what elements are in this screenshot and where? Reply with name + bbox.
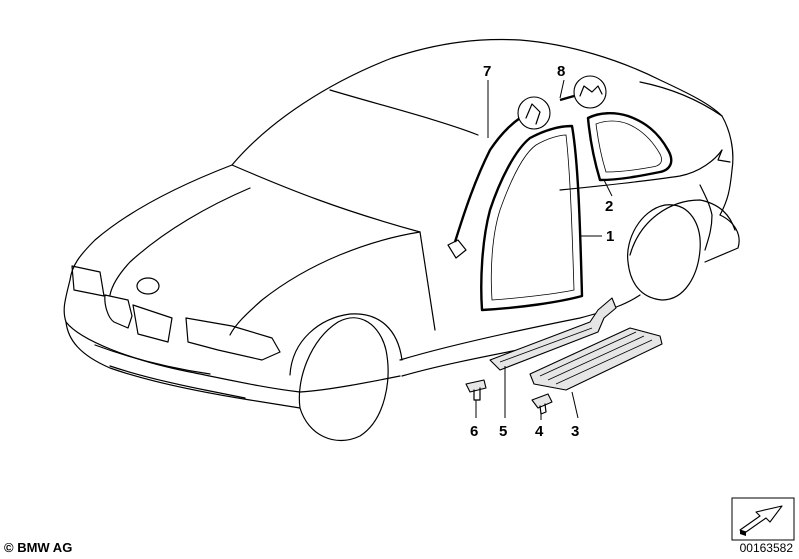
roundel-logo-icon	[136, 277, 160, 295]
part-3-sill-cover	[529, 327, 663, 391]
detail-clip-circle-right	[573, 75, 607, 109]
callout-label-7: 7	[483, 63, 491, 80]
leader-lines	[475, 79, 613, 420]
direction-arrow-icon	[731, 497, 795, 541]
callout-label-8: 8	[557, 63, 565, 80]
callout-label-2: 2	[605, 198, 613, 215]
part-2-window-seal	[586, 112, 673, 182]
part-4-clip	[531, 393, 553, 415]
copyright-text: © BMW AG	[4, 540, 73, 555]
callout-label-5: 5	[499, 423, 507, 440]
part-6-clip	[465, 379, 487, 401]
part-1-door-seal	[480, 124, 584, 312]
part-7-pillar-seal	[453, 117, 521, 243]
callout-label-4: 4	[535, 423, 544, 440]
callout-label-1: 1	[606, 228, 614, 245]
callout-label-3: 3	[571, 423, 579, 440]
detail-clip-circle-left	[517, 96, 551, 130]
callout-label-6: 6	[470, 423, 478, 440]
document-number: 00163582	[739, 541, 793, 555]
part-5-entrance-rail	[489, 297, 617, 371]
car-body-outline	[63, 38, 740, 441]
part-8-roof-strip	[559, 94, 575, 102]
